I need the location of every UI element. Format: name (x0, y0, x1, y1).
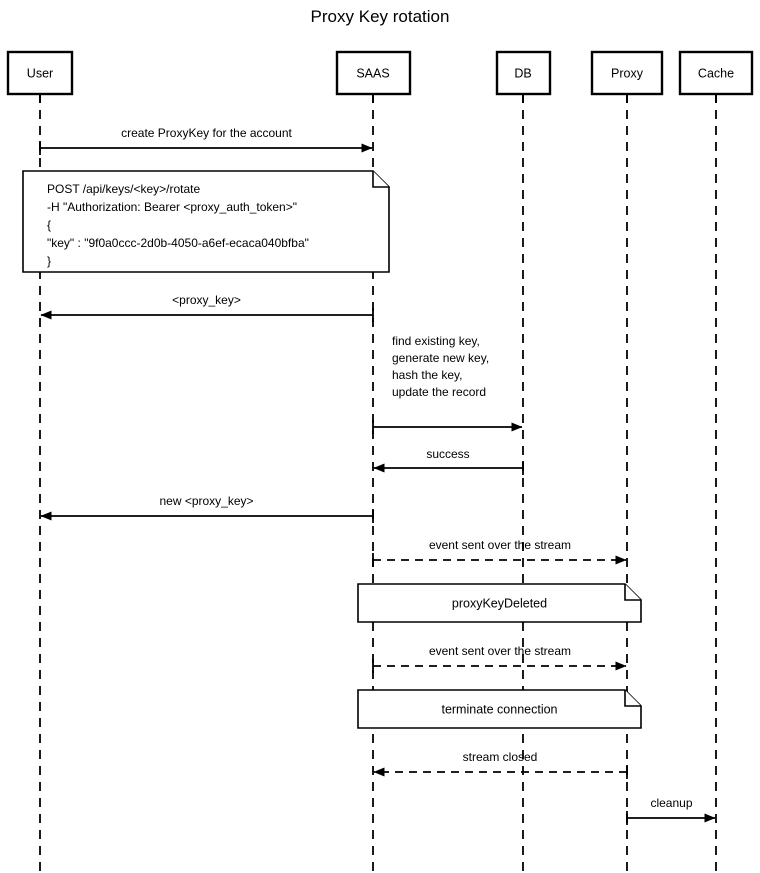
diagram-title: Proxy Key rotation (311, 7, 450, 26)
message-m5: new <proxy_key> (40, 494, 374, 523)
self-message-line: hash the key, (392, 368, 463, 382)
participants-layer: User SAAS DB Proxy Cache (6, 50, 754, 96)
message-label-m5: new <proxy_key> (159, 494, 253, 508)
note-request-line: "key" : "9f0a0ccc-2d0b-4050-a6ef-ecaca04… (47, 236, 309, 250)
message-label-m4: success (426, 447, 469, 461)
note-request-line: -H "Authorization: Bearer <proxy_auth_to… (47, 200, 297, 214)
note-request-line: { (47, 218, 51, 232)
note-request-line: POST /api/keys/<key>/rotate (47, 182, 201, 196)
notes-layer: POST /api/keys/<key>/rotate -H "Authoriza… (22, 170, 642, 729)
note-proxykeydeleted-text: proxyKeyDeleted (452, 597, 547, 611)
message-label-m6: event sent over the stream (429, 538, 571, 552)
message-m6: event sent over the stream (372, 538, 627, 567)
participant-label-proxy: Proxy (611, 67, 644, 81)
participant-proxy[interactable]: Proxy (590, 50, 664, 96)
self-message-saas: find existing key, generate new key, hash … (392, 334, 489, 399)
message-label-m7: event sent over the stream (429, 644, 571, 658)
message-m9: cleanup (626, 796, 716, 825)
note-terminate-connection: terminate connection (357, 689, 642, 729)
note-request: POST /api/keys/<key>/rotate -H "Authoriza… (22, 170, 390, 273)
message-label-m1: create ProxyKey for the account (121, 126, 292, 140)
self-message-layer: find existing key, generate new key, hash … (392, 334, 489, 399)
participant-db[interactable]: DB (495, 50, 552, 96)
message-m2: <proxy_key> (40, 293, 374, 322)
message-label-m9: cleanup (650, 796, 692, 810)
message-m1: create ProxyKey for the account (39, 126, 373, 155)
note-proxykeydeleted-box (357, 583, 642, 623)
note-request-box (22, 170, 390, 273)
note-terminate-connection-text: terminate connection (441, 703, 557, 717)
participant-label-saas: SAAS (356, 67, 389, 81)
participant-label-cache: Cache (698, 67, 734, 81)
participant-box-user[interactable] (6, 50, 74, 96)
participant-saas[interactable]: SAAS (335, 50, 412, 96)
self-message-line: generate new key, (392, 351, 489, 365)
self-message-line: find existing key, (392, 334, 480, 348)
message-label-m2: <proxy_key> (172, 293, 241, 307)
message-m4: success (373, 447, 524, 475)
participant-box-db[interactable] (495, 50, 552, 96)
participant-label-user: User (27, 67, 53, 81)
self-message-line: update the record (392, 385, 486, 399)
message-m3 (372, 420, 523, 434)
note-proxykeydeleted-fold (624, 584, 641, 601)
messages-layer: create ProxyKey for the account <proxy_ke… (39, 126, 716, 825)
participant-box-saas[interactable] (335, 50, 412, 96)
note-terminate-connection-box (357, 689, 642, 729)
message-label-m8: stream closed (463, 750, 538, 764)
note-proxykeydeleted: proxyKeyDeleted (357, 583, 642, 623)
note-request-fold (372, 171, 389, 188)
message-m8: stream closed (373, 750, 628, 779)
participant-box-proxy[interactable] (590, 50, 664, 96)
message-m7: event sent over the stream (372, 644, 627, 673)
participant-user[interactable]: User (6, 50, 74, 96)
note-terminate-connection-fold (624, 690, 641, 707)
participant-label-db: DB (514, 67, 531, 81)
participant-cache[interactable]: Cache (678, 50, 754, 96)
note-request-line: } (47, 254, 51, 268)
participant-box-cache[interactable] (678, 50, 754, 96)
